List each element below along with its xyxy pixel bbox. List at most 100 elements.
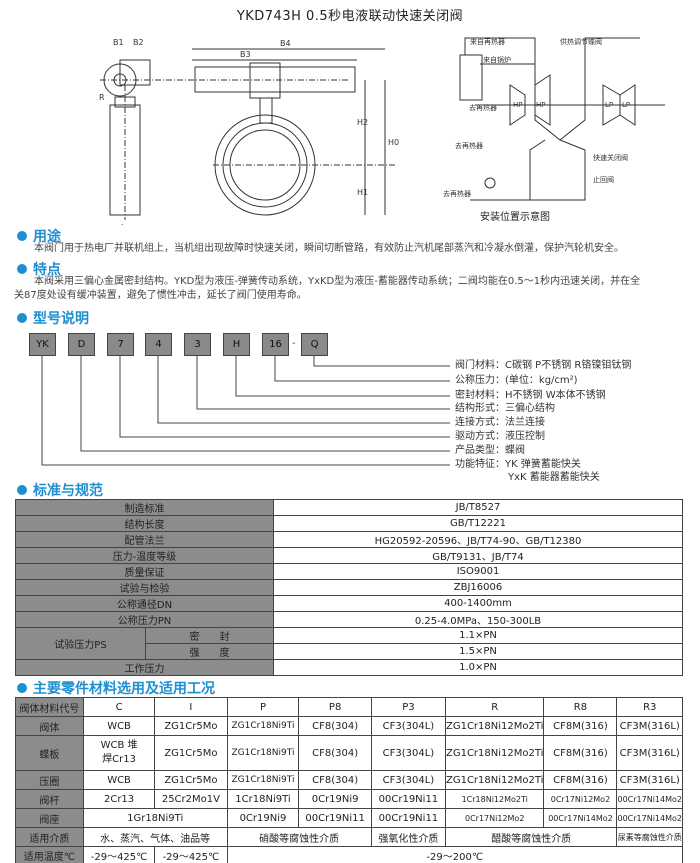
code-box-16: 16 (262, 333, 289, 356)
cell: ZG1Cr5Mo (154, 735, 228, 771)
cell: 00Cr17Ni14Mo2 (616, 808, 683, 828)
header-cell: P (226, 697, 300, 717)
model-heading: 型号说明 (17, 308, 89, 328)
row-label: 工作压力 (15, 659, 274, 676)
code-box-h: H (223, 333, 250, 356)
cell: CF3(304L) (370, 770, 446, 790)
cell: 00Cr19Ni11 (370, 789, 446, 809)
header-cell: R (444, 697, 545, 717)
valve-drawing: B1 B2 R L B3 B4 H2 H1 H0 (99, 38, 399, 225)
label-lp-1: LP (605, 101, 613, 109)
row-label: 试验与检验 (15, 579, 274, 596)
cell: CF8(304) (298, 716, 372, 736)
cell: CF8M(316) (543, 735, 618, 771)
row-label: 阀杆 (15, 789, 84, 809)
cell: 0Cr17Ni12Mo2 (444, 808, 545, 828)
cell: 强氧化性介质 (370, 827, 446, 847)
strength-value: 1.5×PN (273, 643, 683, 660)
usage-heading-text: 用途 (33, 229, 61, 245)
materials-heading: 主要零件材料选用及适用工况 (17, 678, 215, 698)
header-cell: P8 (298, 697, 372, 717)
dim-h1: H1 (357, 188, 368, 197)
cell: 00Cr19Ni11 (370, 808, 446, 828)
cell: ZG1Cr18Ni9Ti (226, 770, 300, 790)
dim-b1: B1 (113, 38, 124, 47)
cell: 醋酸等腐蚀性介质 (444, 827, 618, 847)
row-value: HG20592-20596、JB/T74-90、GB/T12380 (273, 531, 683, 548)
row-label: 适用温度℃ (15, 846, 84, 863)
label-function-2: YxK 蓄能器蓄能快关 (508, 472, 600, 483)
label-connection: 连接方式：法兰连接 (455, 417, 545, 428)
row-value: ZBJ16006 (273, 579, 683, 596)
dim-b3: B3 (240, 50, 251, 59)
cell: -29～425℃ (154, 846, 228, 863)
cell: CF3(304L) (370, 716, 446, 736)
label-from-reheater: 来自再热器 (470, 37, 505, 46)
model-heading-text: 型号说明 (33, 311, 89, 327)
header-cell: R8 (543, 697, 618, 717)
label-to-reheater-3: 去再热器 (443, 189, 471, 198)
header-cell: 阀体材料代号 (15, 697, 84, 717)
label-structure: 结构形式：三偏心结构 (455, 403, 555, 414)
cell: WCB (82, 770, 156, 790)
label-lp-2: LP (622, 101, 630, 109)
row-label: 配管法兰 (15, 531, 274, 548)
cell: 2Cr13 (82, 789, 156, 809)
row-label: 质量保证 (15, 563, 274, 580)
cell: CF3M(316L) (616, 735, 683, 771)
cell: ZG1Cr5Mo (154, 716, 228, 736)
row-value: 0.25-4.0MPa、150-300LB (273, 611, 683, 628)
code-dash: - (292, 338, 296, 349)
label-to-reheater-2: 去再热器 (455, 141, 483, 150)
cell: ZG1Cr5Mo (154, 770, 228, 790)
dim-b2: B2 (133, 38, 144, 47)
label-heating-valve: 供热调节蝶阀 (560, 37, 602, 46)
label-nominal-pressure: 公称压力：(单位：kg/cm²) (455, 375, 578, 386)
cell: 00Cr17Ni14Mo2 (543, 808, 618, 828)
cell: 1Gr18Ni9Ti (82, 808, 228, 828)
label-check-valve: 止回阀 (593, 175, 614, 184)
cell: CF3M(316L) (616, 770, 683, 790)
row-label: 结构长度 (15, 515, 274, 532)
standards-heading: 标准与规范 (17, 480, 103, 500)
bullet-icon (17, 485, 27, 495)
cell: ZG1Cr18Ni12Mo2Ti (444, 735, 545, 771)
cell: 硝酸等腐蚀性介质 (226, 827, 372, 847)
cell: 0Cr17Ni12Mo2 (543, 789, 618, 809)
cell: CF8M(316) (543, 716, 618, 736)
row-label: 公称压力PN (15, 611, 274, 628)
table-row: 适用介质 水、蒸汽、气体、油品等硝酸等腐蚀性介质强氧化性介质醋酸等腐蚀性介质尿素… (15, 827, 683, 847)
cell: 尿素等腐蚀性介质 (616, 827, 683, 847)
table-row: 适用温度℃ -29～425℃-29～425℃-29～200℃ (15, 846, 684, 863)
model-leader-lines (41, 356, 450, 466)
label-from-boiler: 来自锅炉 (483, 55, 511, 64)
cell: 00Cr19Ni11 (298, 808, 372, 828)
cell: ZG1Cr18Ni9Ti (226, 716, 300, 736)
row-label: 阀体 (15, 716, 84, 736)
cell: ZG1Cr18Ni12Mo2Ti (444, 716, 545, 736)
dim-h2: H2 (357, 118, 368, 127)
dim-r: R (99, 93, 105, 102)
header-cell: R3 (616, 697, 683, 717)
bullet-icon (17, 683, 27, 693)
cell: WCB 堆焊Cr13 (82, 735, 156, 771)
cell: 水、蒸汽、气体、油品等 (82, 827, 228, 847)
bullet-icon (17, 231, 27, 241)
label-hp-1: HP (513, 101, 523, 109)
materials-heading-text: 主要零件材料选用及适用工况 (33, 681, 215, 697)
features-heading: 特点 (17, 259, 61, 279)
cell: CF3M(316L) (616, 716, 683, 736)
seal-label: 密 封 (145, 627, 274, 644)
cell: CF8(304) (298, 735, 372, 771)
